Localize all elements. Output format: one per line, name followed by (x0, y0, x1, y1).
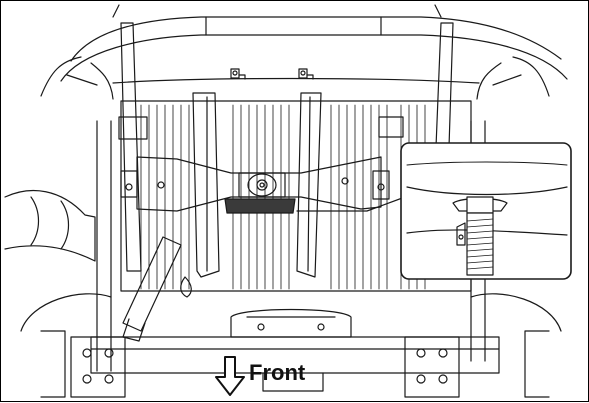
right-wheel-hub (404, 293, 562, 398)
left-frame-rail (96, 22, 192, 372)
left-coil-spring (4, 190, 96, 262)
down-arrow-icon (215, 356, 245, 396)
front-direction-label: Front (249, 360, 306, 385)
jack-point-highlight (224, 198, 296, 214)
tank-straps (192, 92, 322, 278)
callout-leader (296, 196, 406, 212)
detail-callout (400, 142, 572, 280)
cross-member (136, 156, 382, 212)
vehicle-body-outline (40, 4, 568, 100)
left-wheel-hub (20, 293, 126, 398)
mount-bolts (230, 68, 314, 80)
rear-axle (90, 308, 500, 392)
